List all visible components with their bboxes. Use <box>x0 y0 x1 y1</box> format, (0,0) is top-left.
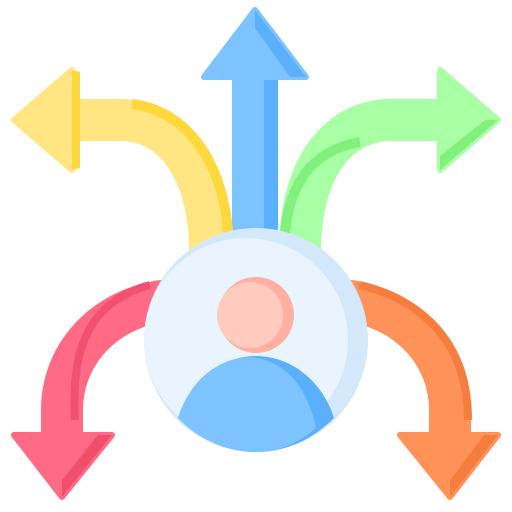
person-icon <box>178 277 334 452</box>
left-down-arrow <box>11 279 173 500</box>
left-up-arrow <box>11 67 234 251</box>
up-arrow <box>201 7 309 242</box>
right-down-arrow <box>339 279 501 500</box>
right-up-arrow <box>279 67 501 251</box>
